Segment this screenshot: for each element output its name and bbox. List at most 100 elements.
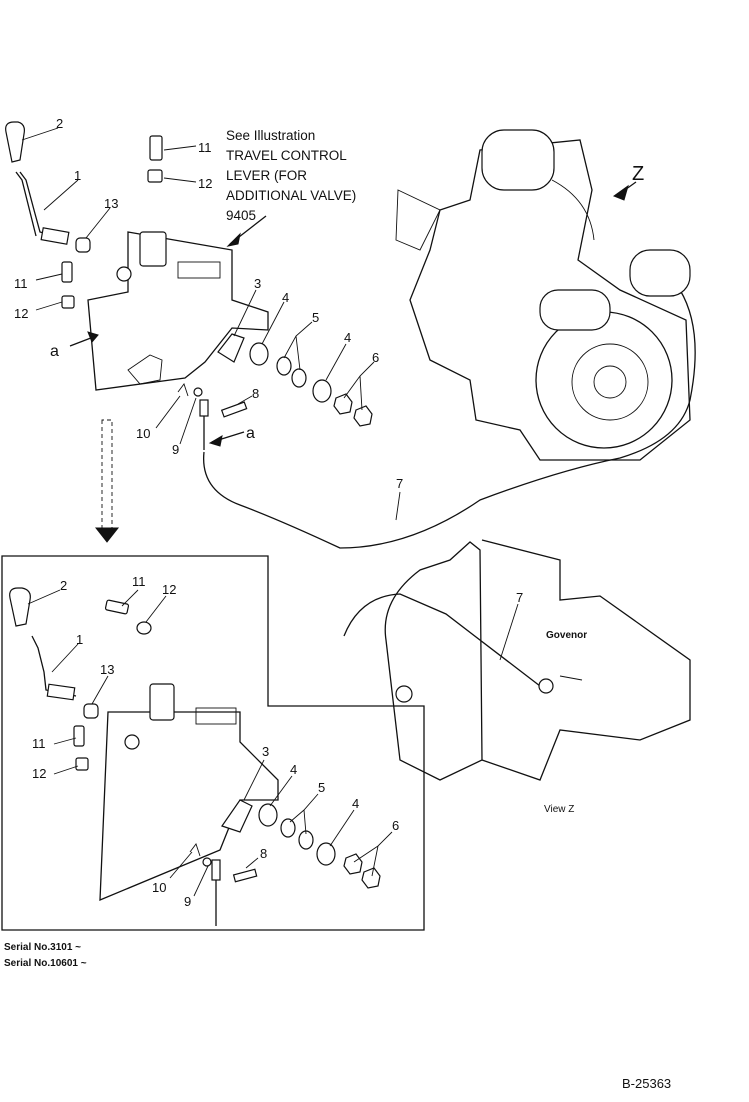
serial-line-2: Serial No.10601 ~ (4, 958, 87, 969)
callout: 9 (184, 894, 191, 909)
washer-4b (312, 379, 332, 403)
flywheel-hub (593, 365, 627, 399)
callout: 4 (352, 796, 359, 811)
callout: 13 (100, 662, 114, 677)
callout: 12 (32, 766, 46, 781)
leader-lines (21, 127, 519, 897)
note-line-5: 9405 (226, 208, 256, 223)
nut-6b (353, 405, 373, 427)
callout: 7 (396, 476, 403, 491)
nut-lower-top (136, 621, 152, 635)
figure-id: B-25363 (622, 1076, 671, 1091)
callout: 6 (372, 350, 379, 365)
callout: 11 (198, 140, 212, 155)
callout: 2 (56, 116, 63, 131)
callout: 11 (14, 276, 28, 291)
washer-5b (291, 368, 307, 388)
lower-frame (1, 555, 425, 931)
lever-knob-lower (9, 587, 31, 627)
callout: 4 (344, 330, 351, 345)
guide-arrow (101, 419, 113, 531)
note-text: See Illustration TRAVEL CONTROL LEVER (F… (226, 128, 356, 223)
callout: 11 (32, 736, 46, 751)
bracket-plate-lower (99, 711, 279, 901)
engine-side (384, 541, 483, 781)
guide-arrowhead (94, 527, 120, 543)
governor-cable (343, 593, 541, 687)
callout: 11 (132, 574, 146, 589)
bolt-lower-left (73, 725, 85, 747)
callout: 7 (516, 590, 523, 605)
top-callouts: 2 1 13 11 12 11 12 3 4 5 4 6 8 10 9 7 (14, 116, 403, 491)
lever-arm (217, 333, 245, 363)
view-z-illustration (343, 539, 691, 781)
small-washer (193, 387, 203, 397)
note-line-2: TRAVEL CONTROL (226, 148, 347, 163)
engine-illustration (395, 129, 691, 461)
nut-top (147, 169, 163, 183)
pivot-block-lower (149, 683, 175, 721)
callout: 10 (136, 426, 150, 441)
callout: 5 (318, 780, 325, 795)
governor-label: Govenor (546, 630, 587, 641)
callout: 9 (172, 442, 179, 457)
callout: 5 (312, 310, 319, 325)
washer-5a (276, 356, 292, 376)
pin (220, 401, 248, 418)
lever-rod-edge (15, 171, 37, 237)
bolt-top (149, 135, 163, 161)
callout: 1 (74, 168, 81, 183)
bolt-lower-top (104, 599, 130, 615)
callout: 4 (282, 290, 289, 305)
callout: 1 (76, 632, 83, 647)
lever-shaft (40, 227, 70, 245)
fan-blade (395, 189, 441, 251)
bushing-lower (83, 703, 99, 719)
clip (177, 383, 189, 397)
callout: 8 (260, 846, 267, 861)
callout: 3 (254, 276, 261, 291)
arrow-a-right (208, 435, 223, 447)
governor-lever-pin (538, 678, 554, 694)
washer-4a (249, 342, 269, 366)
pivot-block (139, 231, 167, 267)
arrow-a-label-right: a (246, 425, 255, 442)
note-line-1: See Illustration (226, 128, 315, 143)
lever-knob (5, 121, 25, 163)
filter (539, 289, 611, 331)
top-lever-assembly (5, 121, 696, 549)
air-cleaner (481, 129, 555, 191)
lever-arm-lower (221, 799, 253, 833)
bracket-clip (127, 354, 163, 385)
bracket-slot (177, 261, 221, 279)
nut-left (61, 295, 75, 309)
bottom-lever-assembly (9, 587, 381, 926)
throttle-cable (203, 273, 696, 549)
nut-lower-left (75, 757, 89, 771)
z-arrowhead (612, 184, 629, 201)
callout: 2 (60, 578, 67, 593)
nut-6a (333, 393, 353, 415)
bushing (75, 237, 91, 253)
callout: 12 (198, 176, 212, 191)
serial-line-1: Serial No.3101 ~ (4, 942, 81, 953)
governor-housing (481, 539, 691, 781)
bracket-plate (87, 231, 269, 391)
pivot-bushing (116, 266, 132, 282)
starter-motor (629, 249, 691, 297)
note-line-3: LEVER (FOR (226, 168, 307, 183)
arrow-a-left (87, 331, 99, 343)
bottom-callouts: 2 11 12 1 13 11 12 3 4 5 4 6 8 10 9 7 (32, 574, 523, 909)
flywheel-housing (535, 311, 673, 449)
engine-block (409, 139, 691, 461)
bolt-left (61, 261, 73, 283)
callout: 8 (252, 386, 259, 401)
callout: 10 (152, 880, 166, 895)
callout: 13 (104, 196, 118, 211)
arrow-a-label-left: a (50, 343, 59, 360)
view-z-label: View Z (544, 804, 574, 815)
callout: 12 (162, 582, 176, 597)
flywheel-inner (571, 343, 649, 421)
